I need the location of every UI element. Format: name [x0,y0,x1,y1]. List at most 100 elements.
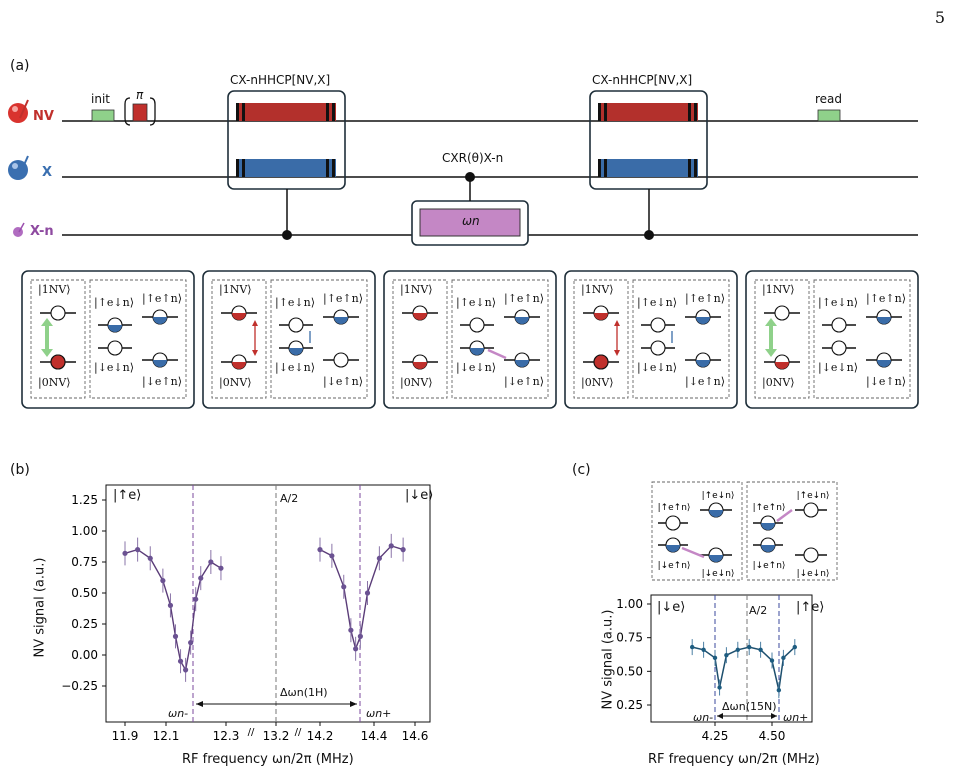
level-label: |↑e↓n⟩ [797,491,830,501]
y-tick-label: 1.00 [71,524,98,538]
data-point [712,655,718,661]
qubit-label-xn: X-n [30,224,54,239]
state-fill [877,360,891,367]
dd-label: |↓e↓n⟩ [818,361,859,374]
state-fill [232,313,246,320]
state-fill [515,360,529,367]
data-point [353,646,359,652]
nv-subbox [754,279,810,399]
fit-curve [124,548,222,672]
state-fill [775,362,789,369]
x-tick-label: 4.25 [702,729,729,743]
data-point [135,547,141,553]
state-fill [153,360,167,367]
pi-label: π [136,88,144,102]
state-fill [470,348,484,355]
nv1-label: |1NV⟩ [581,283,614,296]
hhcp-label-1: CX-nHHCP[NV,X] [230,73,331,87]
x-tick-label: 14.2 [307,729,334,743]
state-circle [665,515,681,531]
nv-qubit-icon [8,99,29,123]
state-fill [232,362,246,369]
data-point [776,687,782,693]
uu-label: |↑e↑n⟩ [504,292,545,305]
data-point [188,640,194,646]
y-tick-label: 1.25 [71,493,98,507]
data-point [172,633,179,640]
panel-b-label: (b) [10,462,30,478]
x-tick-label: 14.6 [402,729,429,743]
hhcp-label-2: CX-nHHCP[NV,X] [592,73,693,87]
data-point [183,667,189,673]
du-label: |↓e↑n⟩ [504,375,545,388]
panel-c-omega-minus: ωn- [693,711,714,724]
ud-label: |↑e↓n⟩ [637,296,678,309]
delta-arrowhead [717,713,777,719]
nuc-subbox [451,279,549,399]
panel-b-state-right: |↓e⟩ [405,488,434,503]
data-point [364,590,371,596]
state-fill [696,317,710,324]
uu-label: |↑e↑n⟩ [142,292,183,305]
panel-b-omega-minus: ωn- [168,707,189,720]
y-tick-label: 0.75 [71,555,98,569]
fit-curve [692,646,796,691]
data-point [388,543,394,549]
nv1-label: |1NV⟩ [762,283,795,296]
data-point [167,602,174,609]
transition-arrowhead [41,318,53,357]
panel-b-a2-label: A/2 [280,492,299,505]
state-fill [696,360,710,367]
nv-subbox [392,279,448,399]
state-fill [413,313,427,320]
du-label: |↓e↑n⟩ [323,375,364,388]
state-circle [469,317,485,333]
panel-c-state-right: |↑e⟩ [796,600,825,615]
nv-subbox [30,279,86,399]
data-point [792,644,797,650]
nuc-subbox [813,279,911,399]
data-point [122,550,128,556]
panel-b-delta-label: Δωn(1H) [280,686,328,699]
x-tick-label: 14.4 [361,729,388,743]
data-point [177,658,184,664]
state-circle [774,305,790,321]
state-fill [515,317,529,324]
nv0-label: |0NV⟩ [219,376,252,389]
panel-b-xlabel: RF frequency ωn/2π (MHz) [182,752,354,767]
state-fill [709,555,723,562]
nv0-label: |0NV⟩ [762,376,795,389]
data-point [701,647,706,652]
level-box [202,270,376,409]
y-tick-label: 0.75 [616,631,643,645]
init-label: init [91,92,110,106]
state-circle [333,352,349,368]
level-label: |↑e↑n⟩ [658,503,691,513]
data-point [769,658,775,663]
state-fill [666,545,680,552]
fit-curve [319,545,404,652]
state-circle [803,502,819,518]
data-point [357,633,363,640]
state-fill [334,317,348,324]
state-fill [593,354,609,370]
nv0-label: |0NV⟩ [38,376,71,389]
state-circle [650,317,666,333]
panel-c-state-left: |↓e⟩ [657,600,686,615]
rotation-gate [411,172,529,246]
omega-n-label: ωn [462,214,480,228]
level-box [745,270,919,409]
x-tick-label: 11.9 [112,729,139,743]
panel-c-label: (c) [572,462,591,478]
transition-arrow [487,348,507,360]
x-tick-label: 13.2 [263,729,290,743]
state-fill [413,362,427,369]
energy-level-boxes [21,270,919,409]
ud-label: |↑e↓n⟩ [275,296,316,309]
nv1-label: |1NV⟩ [219,283,252,296]
x-tick-label: 12.3 [213,729,240,743]
data-point [218,565,224,571]
level-box [383,270,557,409]
y-tick-label: 0.00 [71,648,98,662]
